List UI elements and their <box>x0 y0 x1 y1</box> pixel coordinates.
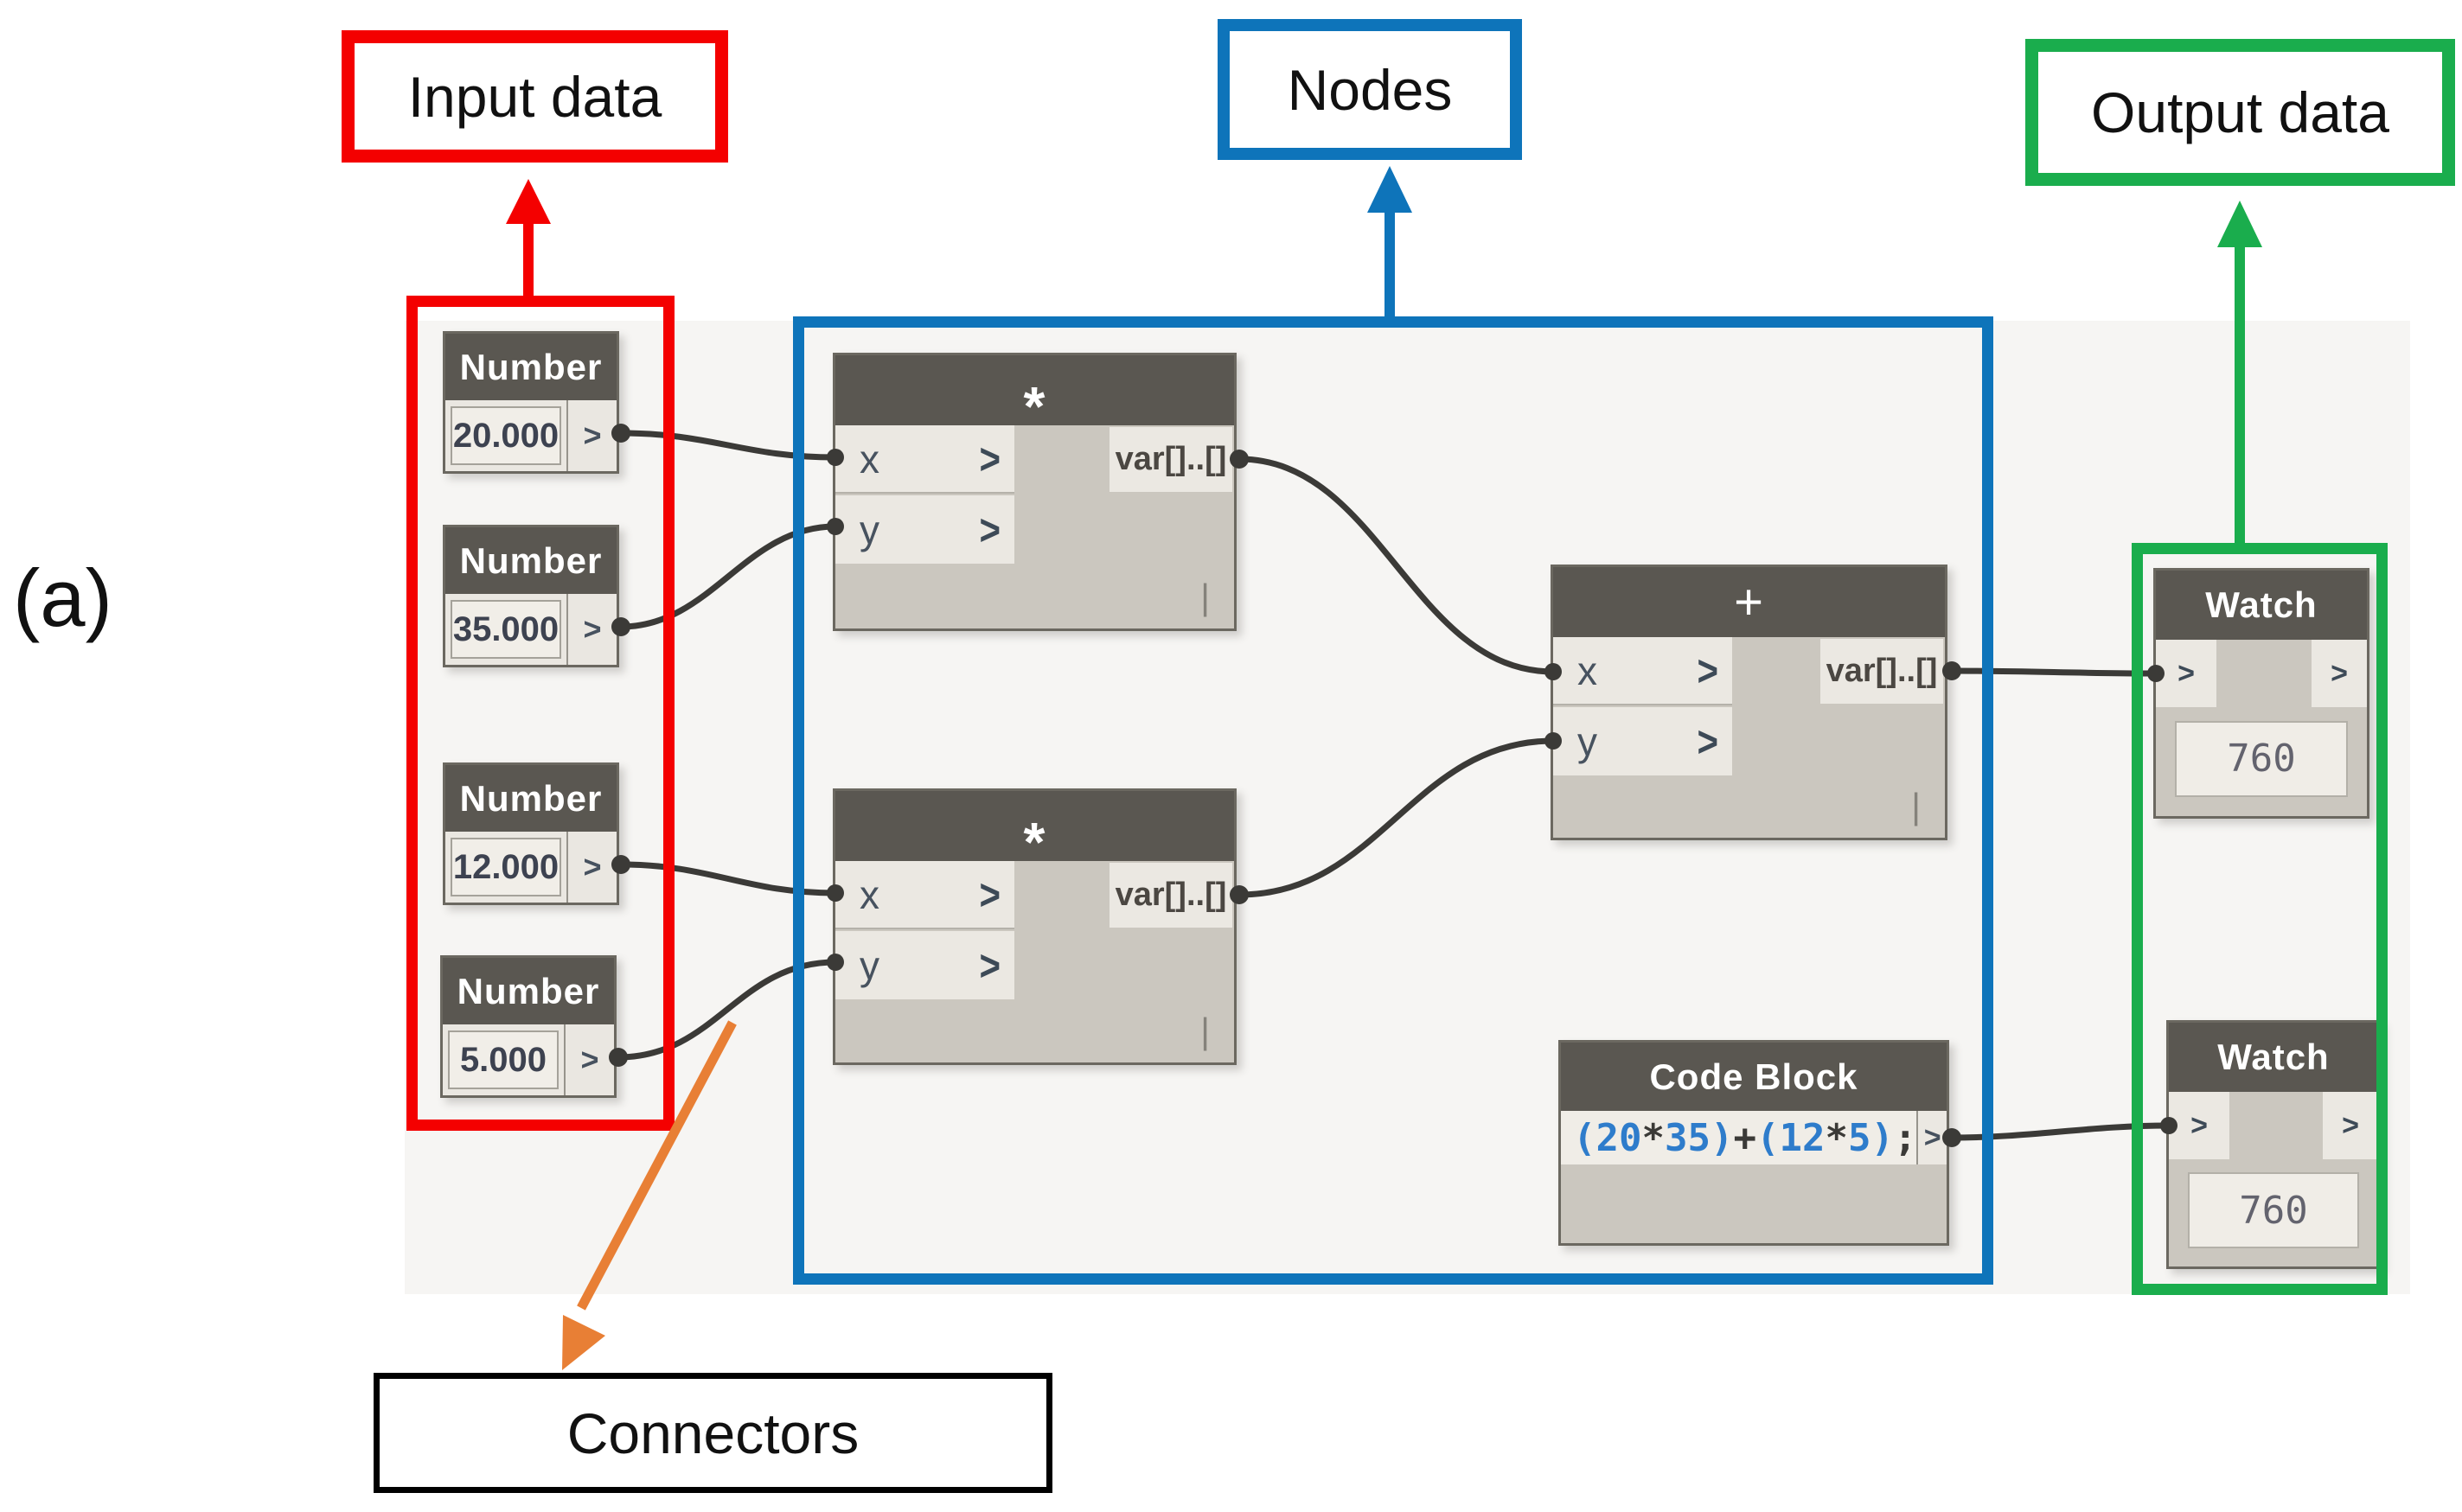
number-node-title: Number <box>445 334 617 400</box>
input-port-y[interactable]: y > <box>835 495 1014 564</box>
chevron-right-icon: > <box>1697 645 1718 695</box>
output-port-icon[interactable]: > <box>583 418 602 453</box>
chevron-right-icon: > <box>979 504 1001 554</box>
number-node-3[interactable]: Number 12.000 > <box>443 762 619 905</box>
number-value-field[interactable]: 12.000 <box>445 832 568 903</box>
watch-value: 760 <box>2175 720 2348 798</box>
code-token: 35) <box>1664 1115 1734 1160</box>
watch-value: 760 <box>2188 1172 2359 1248</box>
code-block-body <box>1561 1164 1947 1238</box>
add-node[interactable]: + x > y > var[]..[] | <box>1551 565 1947 840</box>
output-port-icon[interactable]: > <box>583 611 602 647</box>
multiply-node-title: * <box>835 791 1234 873</box>
watch-node-title: Watch <box>2156 571 2367 640</box>
number-node-1[interactable]: Number 20.000 > <box>443 331 619 474</box>
chevron-right-icon: > <box>1697 716 1718 766</box>
multiply-node-2[interactable]: * x > y > var[]..[] | <box>833 788 1237 1065</box>
code-token: ; <box>1893 1115 1917 1160</box>
number-node-2[interactable]: Number 35.000 > <box>443 525 619 667</box>
watch-node-title: Watch <box>2169 1023 2378 1092</box>
chevron-right-icon: > <box>979 940 1001 990</box>
code-token: + <box>1733 1115 1756 1160</box>
output-data-group-box <box>2132 543 2388 1295</box>
number-value-field[interactable]: 35.000 <box>445 594 568 665</box>
watch-node-1[interactable]: Watch > > 760 <box>2153 568 2369 819</box>
code-token: (20 <box>1573 1115 1642 1160</box>
number-node-title: Number <box>445 765 617 832</box>
input-port-y[interactable]: y > <box>835 931 1014 999</box>
chevron-right-icon: > <box>979 869 1001 919</box>
plus-icon: + <box>1734 574 1764 630</box>
lacing-indicator[interactable]: | <box>1200 577 1210 617</box>
input-port-x[interactable]: x > <box>835 425 1014 494</box>
lacing-indicator[interactable]: | <box>1911 786 1921 826</box>
watch-node-2[interactable]: Watch > > 760 <box>2166 1020 2381 1269</box>
code-token: * <box>1641 1115 1665 1160</box>
code-block-code[interactable]: (20*35)+(12*5); <box>1561 1111 1919 1164</box>
code-token: (12 <box>1755 1115 1826 1160</box>
lacing-indicator[interactable]: | <box>1200 1011 1210 1051</box>
connectors-arrow-head <box>562 1315 605 1370</box>
nodes-label: Nodes <box>1218 19 1522 160</box>
number-value-field[interactable]: 5.000 <box>443 1024 566 1095</box>
output-port-var[interactable]: var[]..[] <box>1109 863 1232 928</box>
number-value-field[interactable]: 20.000 <box>445 400 568 471</box>
output-port-icon[interactable]: > <box>2312 640 2367 707</box>
output-port-icon[interactable]: > <box>2323 1092 2378 1159</box>
output-port-var[interactable]: var[]..[] <box>1820 639 1943 704</box>
figure-label: (a) <box>13 552 112 643</box>
input-port-icon[interactable]: > <box>2156 640 2216 707</box>
input-port-icon[interactable]: > <box>2169 1092 2229 1159</box>
output-port-icon[interactable]: > <box>1918 1111 1947 1164</box>
input-port-x[interactable]: x > <box>835 861 1014 929</box>
chevron-right-icon: > <box>979 433 1001 483</box>
number-node-title: Number <box>443 958 614 1024</box>
nodes-group-box <box>793 316 1993 1285</box>
multiply-node-1[interactable]: * x > y > var[]..[] | <box>833 353 1237 631</box>
input-port-x[interactable]: x > <box>1553 637 1732 705</box>
add-node-title: + <box>1553 567 1945 637</box>
output-port-icon[interactable]: > <box>583 849 602 884</box>
code-block-node[interactable]: Code Block (20*35)+(12*5); > <box>1558 1040 1949 1246</box>
code-token: * <box>1825 1115 1848 1160</box>
code-block-title: Code Block <box>1561 1043 1947 1111</box>
code-token: 5) <box>1847 1115 1894 1160</box>
input-data-group-box <box>406 296 675 1131</box>
input-data-arrow-up <box>506 179 551 299</box>
number-node-title: Number <box>445 527 617 594</box>
connectors-label: Connectors <box>374 1373 1052 1493</box>
input-port-y[interactable]: y > <box>1553 707 1732 775</box>
nodes-arrow-up <box>1367 166 1412 319</box>
input-data-label: Input data <box>342 30 728 163</box>
output-data-label: Output data <box>2025 39 2455 186</box>
output-port-var[interactable]: var[]..[] <box>1109 427 1232 492</box>
